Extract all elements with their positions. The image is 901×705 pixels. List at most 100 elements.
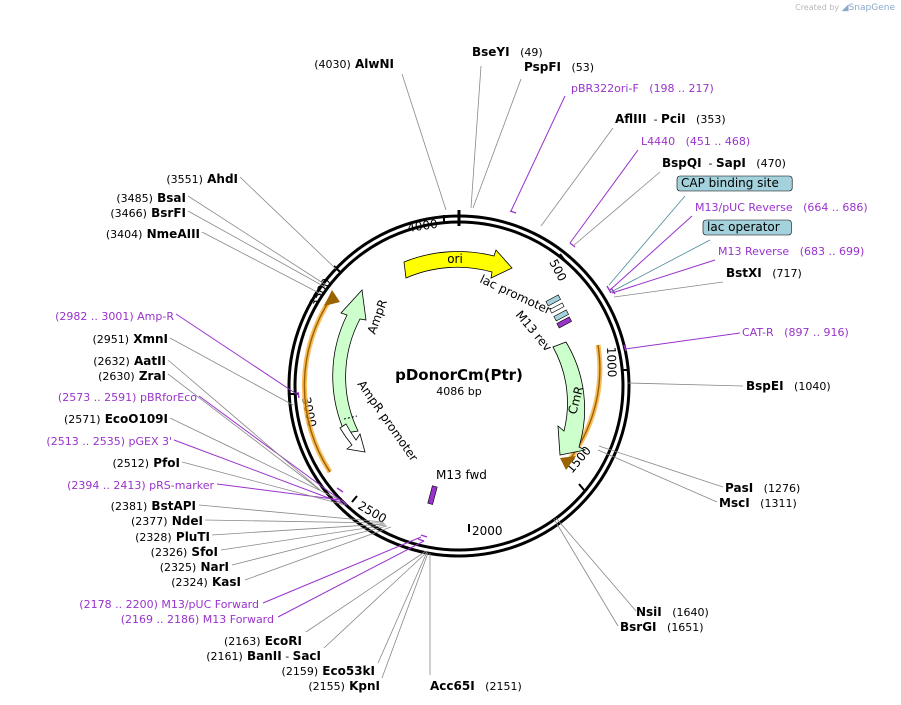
snapgene-logo-icon: ◢ xyxy=(841,3,849,13)
enzyme-label-bsrfi: (3466) BsrFI xyxy=(110,206,186,220)
m13-rev-primer-mark xyxy=(556,316,572,329)
leader-pbrforeco xyxy=(198,395,340,500)
tick-label-2000: 2000 xyxy=(472,524,503,538)
leader-l4440 xyxy=(569,149,639,244)
cmr-orf-arrowhead xyxy=(560,456,576,470)
tick-mark-2500 xyxy=(351,495,358,503)
leader-kasi xyxy=(244,526,392,581)
m13-fwd-label: M13 fwd xyxy=(436,468,487,482)
site-labels: BseYI (49)PspFI (53)pBR322ori-F (198 .. … xyxy=(46,45,867,693)
lac-operator-mark xyxy=(553,309,569,322)
enzyme-label-xmni: (2951) XmnI xyxy=(92,332,168,346)
leader-zrai xyxy=(167,373,321,491)
enzyme-label-bstapi: (2381) BstAPI xyxy=(111,499,196,513)
enzyme-label-zrai: (2630) ZraI xyxy=(98,369,166,383)
primer-label-cat-r: CAT-R (897 .. 916) xyxy=(742,326,849,339)
enzyme-label-kasi: (2324) KasI xyxy=(171,575,241,589)
enzyme-label-bstxi: BstXI (717) xyxy=(726,266,802,280)
leader-bsai xyxy=(187,195,327,286)
leader-m13-reverse xyxy=(611,259,716,294)
leader-pspfi xyxy=(472,78,522,209)
ampr-feature xyxy=(332,289,367,434)
primer-label-m13-reverse: M13 Reverse (683 .. 699) xyxy=(718,245,864,258)
enzyme-label-eco53ki: (2159) Eco53kI xyxy=(282,664,375,678)
enzyme-label-nari: (2325) NarI xyxy=(160,560,229,574)
ampr-orf-arrowhead xyxy=(324,290,340,306)
enzyme-label-pasi: PasI (1276) xyxy=(725,481,800,495)
leader-alwni xyxy=(401,73,447,211)
feature-box-bg xyxy=(676,175,793,192)
enzyme-label-nsii: NsiI (1640) xyxy=(636,605,709,619)
plasmid-size: 4086 bp xyxy=(436,385,481,398)
enzyme-label-bspqi: BspQI - SapI (470) xyxy=(662,156,786,170)
enzyme-label-alwni: (4030) AlwNI xyxy=(314,57,394,71)
label-leader-lines xyxy=(167,65,744,679)
enzyme-label-pfoi: (2512) PfoI xyxy=(113,456,180,470)
primer-label-prs-marker: (2394 .. 2413) pRS-marker xyxy=(67,479,214,492)
leader-bsrfi xyxy=(187,210,326,288)
leader-m13-puc-forward xyxy=(262,536,422,604)
primer-label-pgex-3: (2513 .. 2535) pGEX 3' xyxy=(46,435,172,448)
enzyme-label-ecoo109i: (2571) EcoO109I xyxy=(64,412,168,426)
enzyme-label-kpni: (2155) KpnI xyxy=(308,679,380,693)
enzyme-label-nmeaiii: (3404) NmeAIII xyxy=(106,227,200,241)
primer-label-amp-r: (2982 .. 3001) Amp-R xyxy=(55,310,174,323)
leader-aatii xyxy=(167,359,320,490)
tick-label-1000: 1000 xyxy=(604,347,619,378)
primer-label-m13-puc-reverse: M13/pUC Reverse (664 .. 686) xyxy=(695,201,868,214)
leader-eco53ki xyxy=(377,551,428,664)
leader-ecori xyxy=(305,550,427,633)
enzyme-label-ecori: (2163) EcoRI xyxy=(224,634,302,648)
primer-label-pbr322ori-f: pBR322ori-F (198 .. 217) xyxy=(571,82,714,95)
leader-kpni xyxy=(381,552,429,679)
enzyme-label-bsrgi: BsrGI (1651) xyxy=(620,620,704,634)
leader-m13-puc-reverse xyxy=(609,215,693,291)
ampr-feature-label: AmpR xyxy=(365,298,390,336)
leader-pgex-3 xyxy=(173,439,343,504)
enzyme-label-aatii: (2632) AatII xyxy=(93,354,166,368)
tick-label-4000: 4000 xyxy=(406,217,438,235)
leader-bstapi xyxy=(198,504,384,523)
cap-site-mark xyxy=(545,294,561,307)
ampr-promoter-feature xyxy=(339,423,366,453)
leader-afliii xyxy=(540,127,614,227)
leader-nmeaiii xyxy=(201,231,322,295)
feature-box-text: CAP binding site xyxy=(681,176,779,190)
m13-fwd-primer-mark xyxy=(427,485,438,505)
snapgene-watermark: Created by ◢SnapGene xyxy=(795,3,895,13)
leader-bspqi xyxy=(572,171,661,247)
leader-amp-r xyxy=(175,313,299,396)
leader-xmni xyxy=(169,337,294,406)
tick-mark-500 xyxy=(559,253,567,263)
leader-nari xyxy=(231,525,388,566)
cmr-feature xyxy=(552,341,587,456)
leader-pluti xyxy=(211,523,386,536)
leader-ecoo109i xyxy=(169,417,341,501)
leader-m13-forward xyxy=(277,540,425,618)
enzyme-label-msci: MscI (1311) xyxy=(719,496,797,510)
tick-label-2500: 2500 xyxy=(356,498,389,525)
leader-msci xyxy=(597,449,718,503)
tick-mark-1500 xyxy=(578,483,585,491)
enzyme-label-banii: (2161) BanII - SacI xyxy=(206,649,321,663)
leader-nsii xyxy=(555,517,637,612)
enzyme-label-ahdi: (3551) AhdI xyxy=(166,172,238,186)
leader-pfoi xyxy=(181,461,346,506)
lac-promoter-mark xyxy=(549,302,565,314)
lac-promoter-label: lac promoter xyxy=(478,272,554,317)
feature-box-bg xyxy=(702,219,792,236)
leader-banii xyxy=(323,551,428,649)
leader-lac-operator xyxy=(610,239,711,293)
enzyme-label-acc65i: Acc65I (2151) xyxy=(430,679,522,693)
ampr-orf-line xyxy=(303,297,332,473)
feature-box-lac-operator: lac operator xyxy=(702,219,792,236)
primer-label-pbrforeco: (2573 .. 2591) pBRforEco xyxy=(58,391,197,404)
enzyme-label-pspfi: PspFI (53) xyxy=(524,60,594,74)
ori-feature-label: ori xyxy=(447,252,463,266)
enzyme-label-bsai: (3485) BsaI xyxy=(116,191,186,205)
plasmid-name: pDonorCm(Ptr) xyxy=(395,366,523,384)
leader-pasi xyxy=(598,445,724,488)
enzyme-label-pluti: (2328) PluTI xyxy=(135,530,210,544)
leader-prs-marker xyxy=(216,483,342,501)
